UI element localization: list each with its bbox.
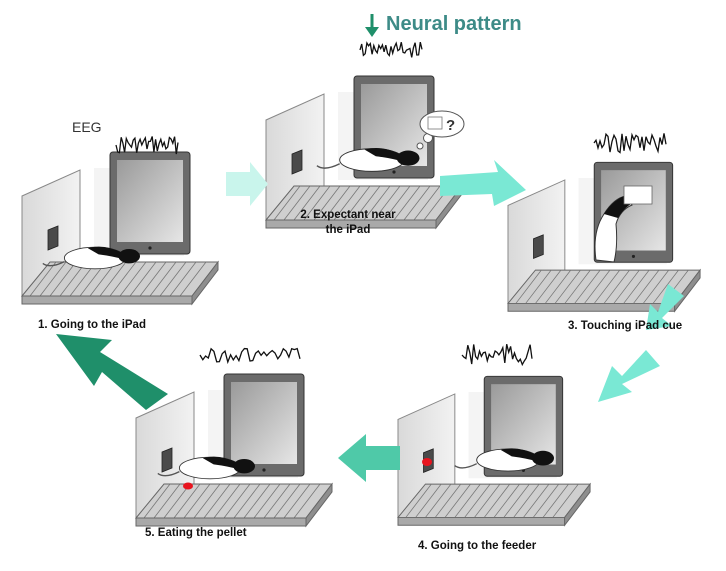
eeg-trace-1	[115, 135, 179, 155]
title-arrow-head	[365, 27, 379, 37]
thought-dot-small	[416, 142, 424, 150]
arrow-1-to-2	[226, 162, 268, 206]
eeg-label: EEG	[72, 119, 102, 135]
cage-step-1	[21, 151, 219, 305]
eeg-trace-2	[359, 41, 423, 58]
cage-step-5	[135, 373, 333, 527]
arrow-5-to-1	[56, 334, 168, 410]
arrow-4-to-5	[338, 434, 400, 482]
pellet-eating	[183, 482, 193, 490]
step-2-label-line-1: 2. Expectant near	[300, 209, 396, 221]
arrow-3-to-down	[646, 284, 684, 330]
eeg-trace-3	[593, 132, 667, 154]
arrow-3-to-4	[598, 350, 660, 402]
cage-step-4	[397, 375, 591, 526]
eeg-trace-4	[461, 344, 533, 367]
operant-chamber-5	[135, 373, 333, 527]
arrow-2-to-3	[440, 160, 526, 206]
step-1-label-line-1: 1. Going to the iPad	[38, 319, 146, 331]
step-4-label-line-1: 4. Going to the feeder	[418, 540, 537, 552]
step-5-label-line-1: 5. Eating the pellet	[145, 527, 247, 539]
cage-step-2	[265, 75, 463, 229]
eeg-trace-5	[199, 347, 301, 365]
thought-square	[427, 116, 443, 130]
rat-step-3-body	[594, 195, 633, 263]
ipad-cue-square	[623, 185, 653, 205]
pellet-feeder	[422, 458, 432, 466]
thought-question: ?	[446, 117, 455, 134]
step-2-label-line-2: the iPad	[326, 224, 371, 236]
diagram-title: Neural pattern	[386, 13, 522, 35]
step-3-label-line-1: 3. Touching iPad cue	[568, 320, 682, 332]
operant-chamber-1	[21, 151, 219, 305]
